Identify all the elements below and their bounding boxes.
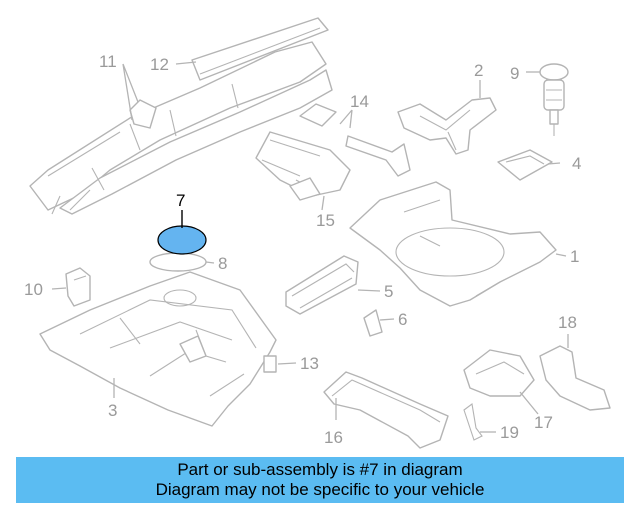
callout-16: 16 — [324, 428, 343, 447]
part-13-bracket — [263, 355, 277, 373]
leader-lines — [51, 61, 569, 433]
callout-9: 9 — [510, 64, 519, 83]
part-7-plug-highlighted[interactable] — [157, 225, 207, 255]
callout-19: 19 — [500, 423, 519, 442]
callout-13: 13 — [300, 354, 319, 373]
part-18-bracket — [539, 345, 611, 411]
part-4-plate — [497, 149, 553, 181]
part-15-cross-member — [255, 131, 351, 201]
callout-4: 4 — [572, 154, 581, 173]
banner-line-2: Diagram may not be specific to your vehi… — [155, 480, 485, 499]
part-14-bracket — [299, 103, 411, 177]
callout-12: 12 — [150, 55, 169, 74]
part-19-bracket — [463, 403, 483, 441]
banner-line-1: Part or sub-assembly is #7 in diagram — [177, 460, 463, 479]
callout-3: 3 — [108, 401, 117, 420]
part-16-cross-member — [323, 371, 449, 449]
part-12-rail-bracket — [191, 17, 329, 81]
callout-11: 11 — [99, 52, 117, 71]
part-9-shock — [539, 63, 569, 136]
part-2-bracket — [397, 97, 497, 155]
callout-17: 17 — [534, 413, 553, 432]
part-5-cross-member — [285, 255, 359, 315]
callout-15: 15 — [316, 211, 335, 230]
part-11-frame-rail — [29, 41, 333, 215]
parts-diagram: 11 12 2 9 14 4 7 15 1 8 10 5 6 18 13 3 1… — [24, 17, 611, 449]
callouts: 11 12 2 9 14 4 7 15 1 8 10 5 6 18 13 3 1… — [24, 52, 581, 447]
callout-6: 6 — [398, 310, 407, 329]
callout-14: 14 — [350, 92, 369, 111]
part-17-bracket — [463, 349, 535, 397]
callout-10: 10 — [24, 280, 43, 299]
callout-8: 8 — [218, 254, 227, 273]
part-8-seal-ring — [149, 252, 207, 272]
callout-5: 5 — [384, 282, 393, 301]
part-10-bracket — [65, 267, 91, 307]
callout-18: 18 — [558, 313, 577, 332]
notice-banner: Part or sub-assembly is #7 in diagram Di… — [16, 457, 624, 503]
part-3-floor-pan — [39, 271, 277, 427]
part-6-bracket — [363, 309, 383, 337]
part-1-spare-tire-well — [349, 181, 557, 307]
callout-2: 2 — [474, 61, 483, 80]
callout-7[interactable]: 7 — [176, 191, 185, 210]
callout-1: 1 — [570, 247, 579, 266]
